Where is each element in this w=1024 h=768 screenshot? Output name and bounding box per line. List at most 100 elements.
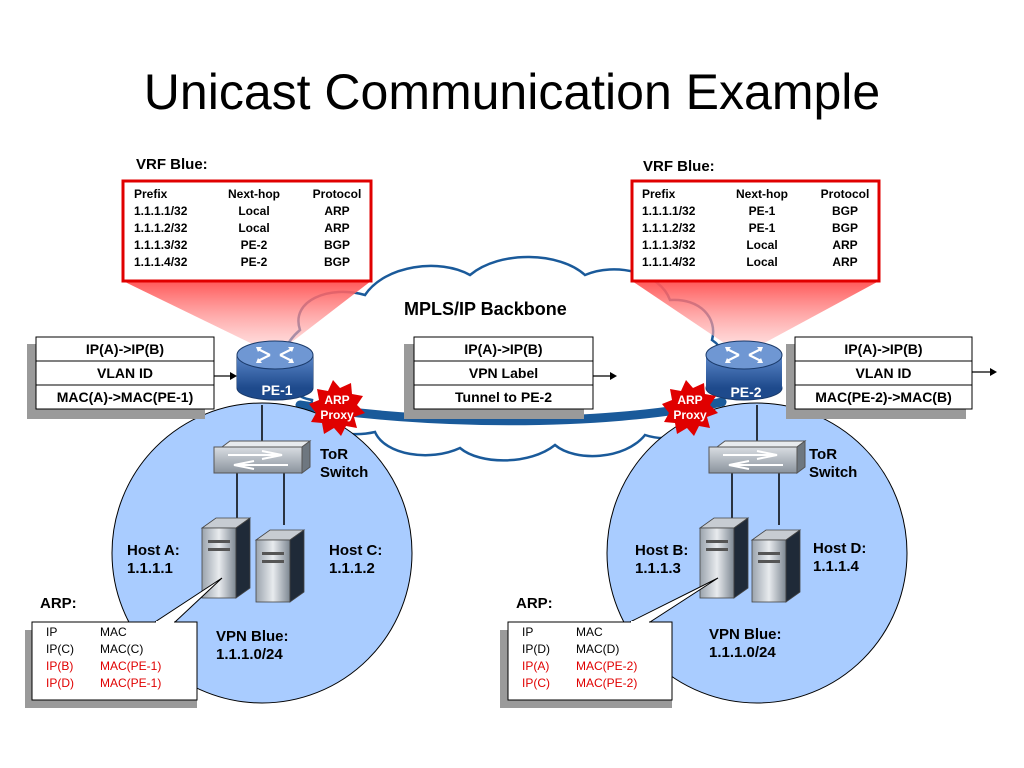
vrf-cell: PE-2	[240, 255, 268, 269]
vrf-cell: 1.1.1.3/32	[134, 238, 188, 252]
arp-left-box	[31, 621, 198, 701]
vrf-cell: ARP	[324, 204, 350, 218]
vrf-cell: PE-1	[748, 204, 776, 218]
vrf-cell: 1.1.1.1/32	[642, 204, 696, 218]
tor-switch-right-icon	[708, 440, 807, 474]
tor-switch-left-label: ToR Switch	[320, 446, 368, 482]
vrf-cell: BGP	[831, 221, 858, 235]
arp-proxy-right-line2: Proxy	[673, 408, 707, 422]
table-row: 1.1.1.3/32 PE-2 BGP	[134, 237, 378, 254]
arp-left-label: ARP:	[40, 595, 77, 612]
arp-right-header: IP MAC	[522, 624, 676, 641]
host-a-label: Host A: 1.1.1.1	[127, 542, 180, 578]
table-row: IP(C) MAC(PE-2)	[522, 675, 676, 692]
vrf-left-header: Prefix Next-hop Protocol	[134, 186, 378, 203]
table-row: IP(B) MAC(PE-1)	[46, 658, 200, 675]
vrf-cell: Local	[238, 221, 270, 235]
packet-left-box	[35, 336, 215, 410]
arp-header-ip: IP	[46, 625, 58, 639]
vrf-right-header: Prefix Next-hop Protocol	[642, 186, 886, 203]
vrf-cell: 1.1.1.2/32	[642, 221, 696, 235]
vrf-right-label: VRF Blue:	[643, 158, 715, 175]
table-row: 1.1.1.1/32 Local ARP	[134, 203, 378, 220]
tor-switch-right-line1: ToR	[809, 446, 838, 463]
vrf-cell: ARP	[832, 238, 858, 252]
packet-middle-arrow	[593, 372, 617, 380]
vpn-right-subnet: 1.1.1.0/24	[709, 644, 776, 661]
packet-right-box	[794, 336, 973, 410]
arp-cell: IP(D)	[522, 642, 550, 656]
arp-cell: IP(C)	[522, 676, 550, 690]
packet-middle-label: VPN Label	[468, 365, 539, 381]
host-b-label: Host B: 1.1.1.3	[635, 542, 688, 578]
vpn-left-name: VPN Blue:	[216, 628, 289, 645]
host-d-label: Host D: 1.1.1.4	[813, 540, 866, 576]
arp-cell: IP(D)	[46, 676, 74, 690]
vrf-right-beam	[632, 281, 879, 355]
vrf-cell: Local	[746, 255, 778, 269]
arp-left-header: IP MAC	[46, 624, 200, 641]
page-title: Unicast Communication Example	[143, 64, 881, 120]
table-row: 1.1.1.2/32 PE-1 BGP	[642, 220, 886, 237]
vrf-right-header-protocol: Protocol	[820, 187, 870, 201]
arp-right-label: ARP:	[516, 595, 553, 612]
tor-switch-left-line1: ToR	[320, 446, 349, 463]
vrf-left-box	[121, 179, 373, 283]
arp-cell: MAC(PE-2)	[576, 659, 638, 673]
packet-middle-tunnel: Tunnel to PE-2	[455, 389, 552, 405]
table-row: IP(C) MAC(C)	[46, 641, 200, 658]
host-c-ip: 1.1.1.2	[329, 560, 375, 577]
packet-middle-box	[413, 336, 594, 410]
table-row: 1.1.1.4/32 Local ARP	[642, 254, 886, 271]
vrf-cell: 1.1.1.2/32	[134, 221, 188, 235]
arp-header-ip: IP	[522, 625, 534, 639]
vrf-right-header-prefix: Prefix	[642, 187, 676, 201]
host-c-name: Host C:	[329, 542, 383, 559]
host-c-label: Host C: 1.1.1.2	[329, 542, 382, 578]
arp-right-table: IP MAC IP(D) MAC(D) IP(A) MAC(PE-2) IP(C…	[522, 624, 676, 692]
vrf-cell: ARP	[324, 221, 350, 235]
vpn-right-name: VPN Blue:	[709, 626, 782, 643]
vrf-cell: BGP	[831, 204, 858, 218]
arp-proxy-left-line2: Proxy	[320, 408, 354, 422]
table-row: 1.1.1.1/32 PE-1 BGP	[642, 203, 886, 220]
host-b-name: Host B:	[635, 542, 689, 559]
vrf-left-table: Prefix Next-hop Protocol 1.1.1.1/32 Loca…	[134, 186, 378, 271]
host-d-name: Host D:	[813, 540, 867, 557]
vrf-cell: PE-1	[748, 221, 776, 235]
vrf-cell: 1.1.1.4/32	[134, 255, 188, 269]
packet-right-vlan: VLAN ID	[855, 365, 912, 381]
arp-proxy-right-badge: ARP Proxy	[666, 393, 714, 423]
arp-cell: IP(C)	[46, 642, 74, 656]
host-b-ip: 1.1.1.3	[635, 560, 681, 577]
pe1-label: PE-1	[261, 382, 293, 398]
vrf-cell: BGP	[323, 255, 350, 269]
arp-cell: MAC(PE-1)	[100, 676, 162, 690]
arp-cell: MAC(C)	[100, 642, 144, 656]
vrf-right-box	[630, 179, 881, 283]
table-row: IP(D) MAC(PE-1)	[46, 675, 200, 692]
vrf-cell: BGP	[323, 238, 350, 252]
tor-switch-left-icon	[213, 440, 312, 474]
arp-cell: IP(A)	[522, 659, 550, 673]
vrf-right-header-nexthop: Next-hop	[736, 187, 788, 201]
packet-left-mac: MAC(A)->MAC(PE-1)	[56, 389, 194, 405]
vrf-cell: ARP	[832, 255, 858, 269]
arp-right-box	[507, 621, 673, 701]
host-a-server-icon	[200, 517, 252, 599]
tor-switch-right-label: ToR Switch	[809, 446, 857, 482]
host-a-ip: 1.1.1.1	[127, 560, 173, 577]
host-a-name: Host A:	[127, 542, 180, 559]
arp-header-mac: MAC	[100, 625, 127, 639]
vpn-right-label: VPN Blue: 1.1.1.0/24	[709, 626, 782, 662]
arp-cell: MAC(PE-2)	[576, 676, 638, 690]
arp-cell: MAC(PE-1)	[100, 659, 162, 673]
packet-left-arrow	[214, 372, 237, 380]
host-b-server-icon	[698, 517, 750, 599]
vrf-cell: 1.1.1.1/32	[134, 204, 188, 218]
vrf-left-header-prefix: Prefix	[134, 187, 168, 201]
table-row: 1.1.1.2/32 Local ARP	[134, 220, 378, 237]
arp-proxy-right-line1: ARP	[677, 393, 703, 407]
vrf-cell: PE-2	[240, 238, 268, 252]
